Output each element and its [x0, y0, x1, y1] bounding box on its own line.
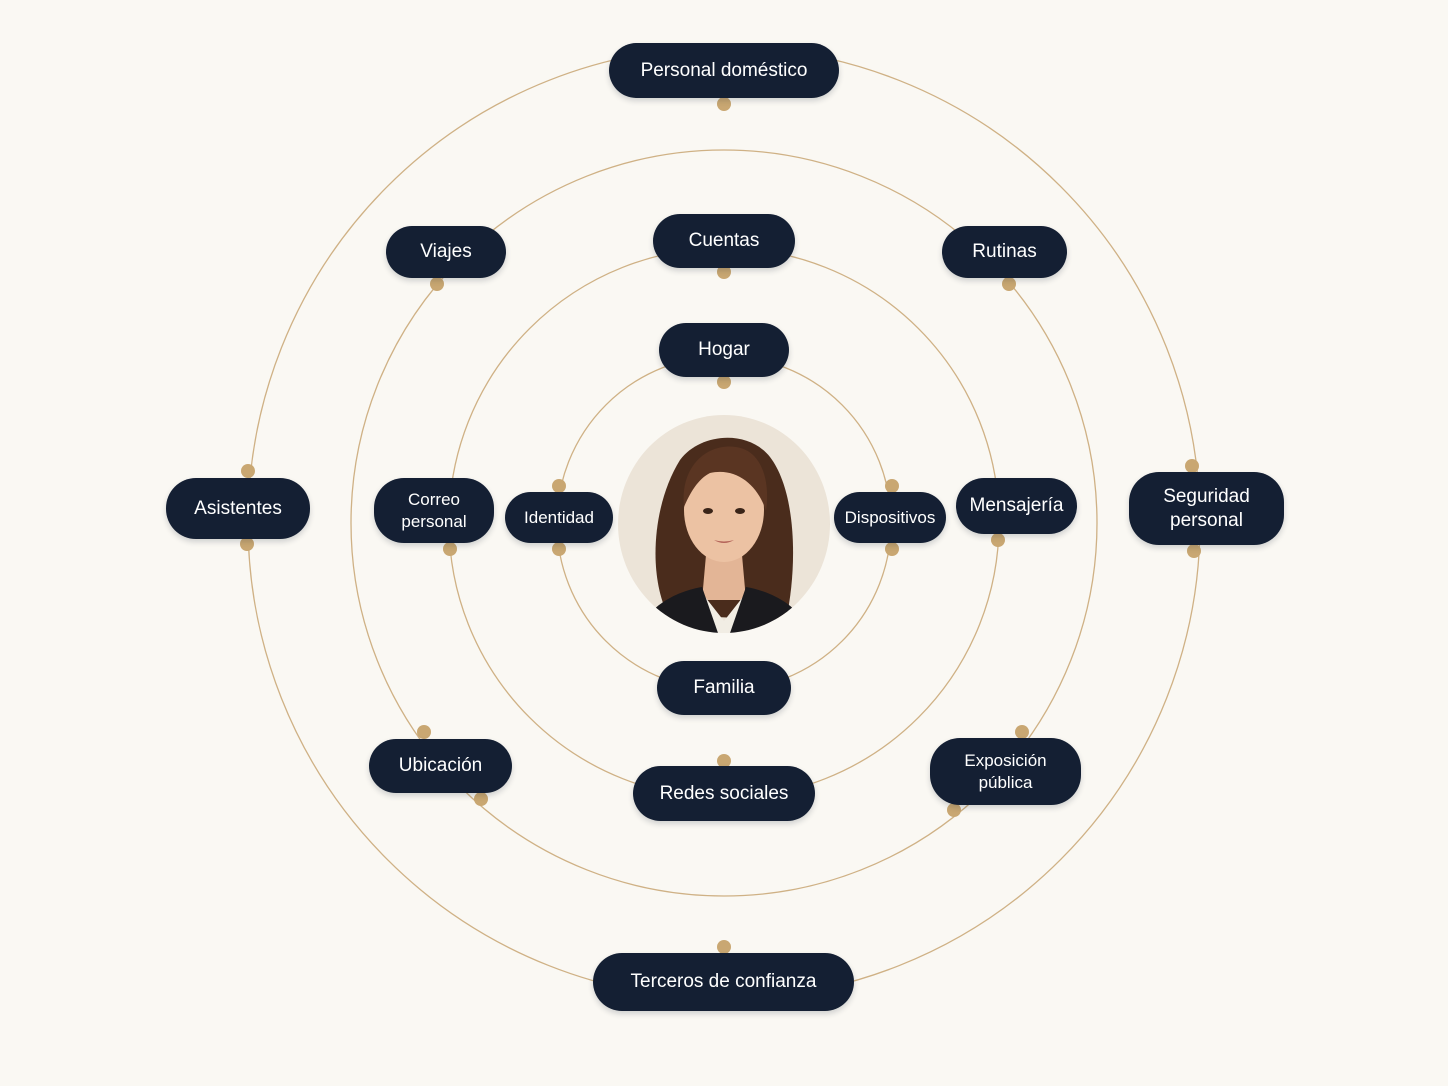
ring-dot [443, 542, 457, 556]
ring-dot [552, 542, 566, 556]
ring-dot [717, 265, 731, 279]
ring-dot [552, 479, 566, 493]
node-seguridad-personal: Seguridad personal [1129, 472, 1284, 545]
node-mensajeria: Mensajería [956, 478, 1077, 534]
node-correo-personal: Correo personal [374, 478, 494, 543]
ring-dot [717, 754, 731, 768]
ring-dot [240, 537, 254, 551]
ring-dot [430, 277, 444, 291]
node-identidad: Identidad [505, 492, 613, 543]
ring-dot [717, 97, 731, 111]
node-redes-sociales: Redes sociales [633, 766, 815, 821]
node-personal-domestico: Personal doméstico [609, 43, 839, 98]
node-familia: Familia [657, 661, 791, 715]
node-hogar: Hogar [659, 323, 789, 377]
node-terceros-de-confianza: Terceros de confianza [593, 953, 854, 1011]
ring-dot [1002, 277, 1016, 291]
ring-dot [1185, 459, 1199, 473]
node-dispositivos: Dispositivos [834, 492, 946, 543]
person-portrait-icon [618, 415, 830, 633]
node-cuentas: Cuentas [653, 214, 795, 268]
ring-dot [885, 479, 899, 493]
ring-dot [1187, 544, 1201, 558]
ring-dot [885, 542, 899, 556]
ring-dot [717, 940, 731, 954]
node-ubicacion: Ubicación [369, 739, 512, 793]
ring-dot [717, 375, 731, 389]
ring-3 [350, 149, 1098, 897]
ring-dot [241, 464, 255, 478]
node-rutinas: Rutinas [942, 226, 1067, 278]
ring-dot [417, 725, 431, 739]
node-asistentes: Asistentes [166, 478, 310, 539]
ring-dot [1015, 725, 1029, 739]
ring-dot [474, 792, 488, 806]
node-viajes: Viajes [386, 226, 506, 278]
ring-dot [991, 533, 1005, 547]
ring-dot [947, 803, 961, 817]
node-exposicion-publica: Exposición pública [930, 738, 1081, 805]
